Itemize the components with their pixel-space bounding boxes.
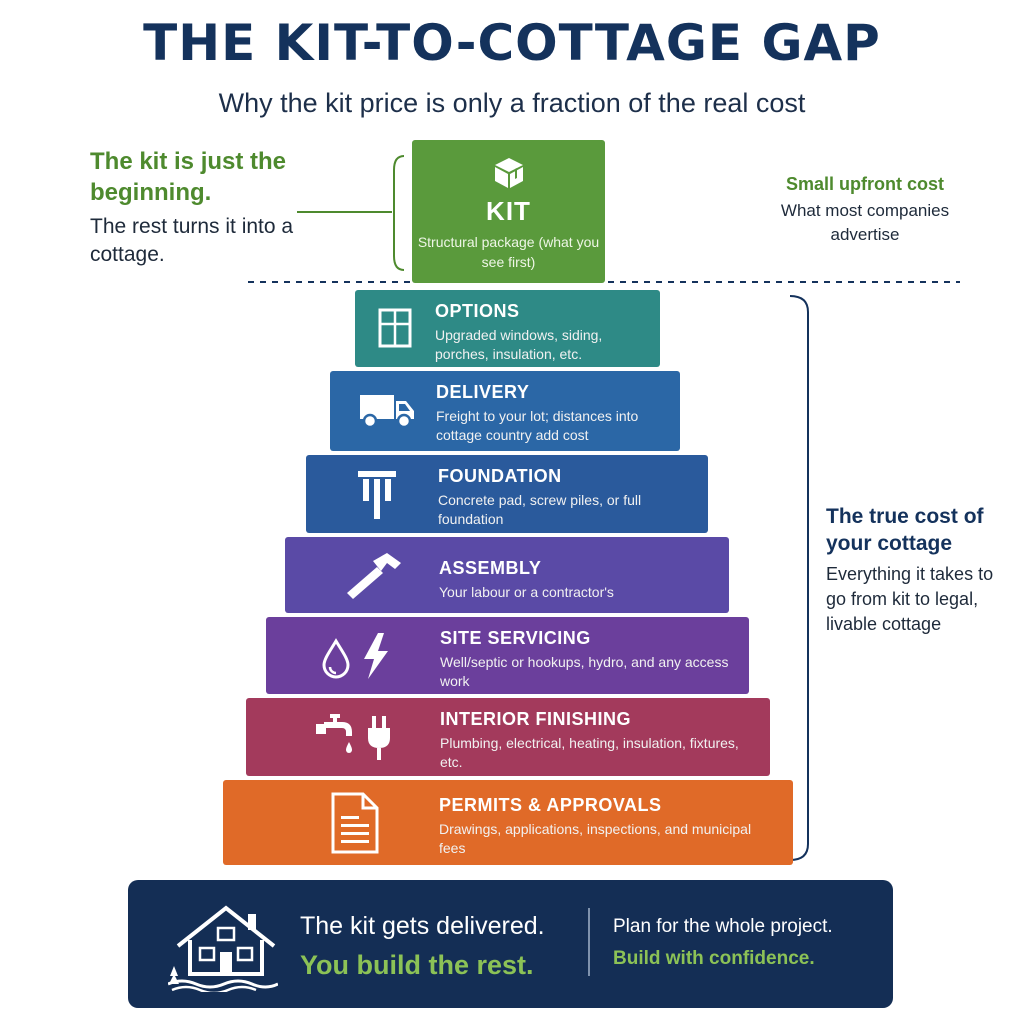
page-title: THE KIT-TO-COTTAGE GAP	[143, 14, 881, 72]
truck-icon	[360, 395, 414, 429]
page-subtitle: Why the kit price is only a fraction of …	[218, 88, 806, 118]
tier-site-servicing-description: Well/septic or hookups, hydro, and any a…	[440, 654, 729, 689]
bottom-banner: The kit gets delivered. You build the re…	[128, 880, 893, 1008]
window-icon	[378, 308, 412, 348]
tier-assembly-description: Your labour or a contractor's	[439, 584, 614, 600]
right-bracket	[789, 295, 809, 861]
banner-line-1: The kit gets delivered.	[300, 912, 545, 940]
right-mid-body: Everything it takes to go from kit to le…	[826, 564, 994, 634]
tier-foundation-description: Concrete pad, screw piles, or full found…	[438, 492, 642, 527]
kit-description: Structural package (what you see first)	[417, 234, 600, 270]
right-mid-heading: The true cost of your cottage	[826, 505, 984, 555]
house-icon	[168, 905, 278, 992]
tier-delivery-name: DELIVERY	[436, 382, 530, 402]
tier-foundation-name: FOUNDATION	[438, 466, 562, 486]
banner-right-line-2: Build with confidence.	[613, 948, 815, 969]
tier-permits-approvals-description: Drawings, applications, inspections, and…	[439, 821, 752, 856]
box-icon	[495, 158, 523, 188]
tier-options-description: Upgraded windows, siding, porches, insul…	[435, 327, 603, 362]
left-bracket	[393, 155, 405, 271]
kit-label: KIT	[486, 196, 531, 226]
right-top-callout: Small upfront cost What most companies a…	[760, 172, 970, 247]
tier-interior-finishing: INTERIOR FINISHING Plumbing, electrical,…	[246, 698, 770, 776]
kit-block: KIT Structural package (what you see fir…	[412, 140, 605, 283]
tier-delivery: DELIVERY Freight to your lot; distances …	[330, 371, 680, 451]
tier-foundation: FOUNDATION Concrete pad, screw piles, or…	[306, 455, 708, 533]
banner-line-2: You build the rest.	[300, 950, 534, 980]
tier-delivery-description: Freight to your lot; distances into cott…	[436, 408, 639, 443]
hammer-icon	[347, 553, 401, 599]
tier-permits-approvals-name: PERMITS & APPROVALS	[439, 795, 662, 815]
tier-options: OPTIONS Upgraded windows, siding, porche…	[355, 290, 660, 367]
tier-interior-finishing-description: Plumbing, electrical, heating, insulatio…	[440, 735, 739, 770]
right-mid-callout: The true cost of your cottage Everything…	[826, 503, 1016, 637]
document-icon	[331, 792, 379, 854]
banner-divider	[588, 908, 590, 976]
tier-site-servicing-name: SITE SERVICING	[440, 628, 591, 648]
pile-icon	[358, 471, 396, 519]
tier-site-servicing: SITE SERVICING Well/septic or hookups, h…	[266, 617, 749, 694]
tier-options-name: OPTIONS	[435, 301, 520, 321]
left-callout-body: The rest turns it into a cottage.	[90, 215, 294, 266]
banner-right-line-1: Plan for the whole project.	[613, 916, 833, 937]
right-top-body: What most companies advertise	[780, 201, 950, 244]
tier-assembly: ASSEMBLY Your labour or a contractor's	[285, 537, 729, 613]
tier-permits-approvals: PERMITS & APPROVALS Drawings, applicatio…	[223, 780, 793, 865]
left-callout-heading: The kit is just the beginning.	[90, 148, 287, 206]
tier-assembly-name: ASSEMBLY	[439, 558, 542, 578]
water-power-icon	[322, 633, 388, 679]
faucet-plug-icon	[316, 714, 390, 760]
right-top-heading: Small upfront cost	[785, 174, 944, 194]
tier-interior-finishing-name: INTERIOR FINISHING	[440, 709, 632, 729]
